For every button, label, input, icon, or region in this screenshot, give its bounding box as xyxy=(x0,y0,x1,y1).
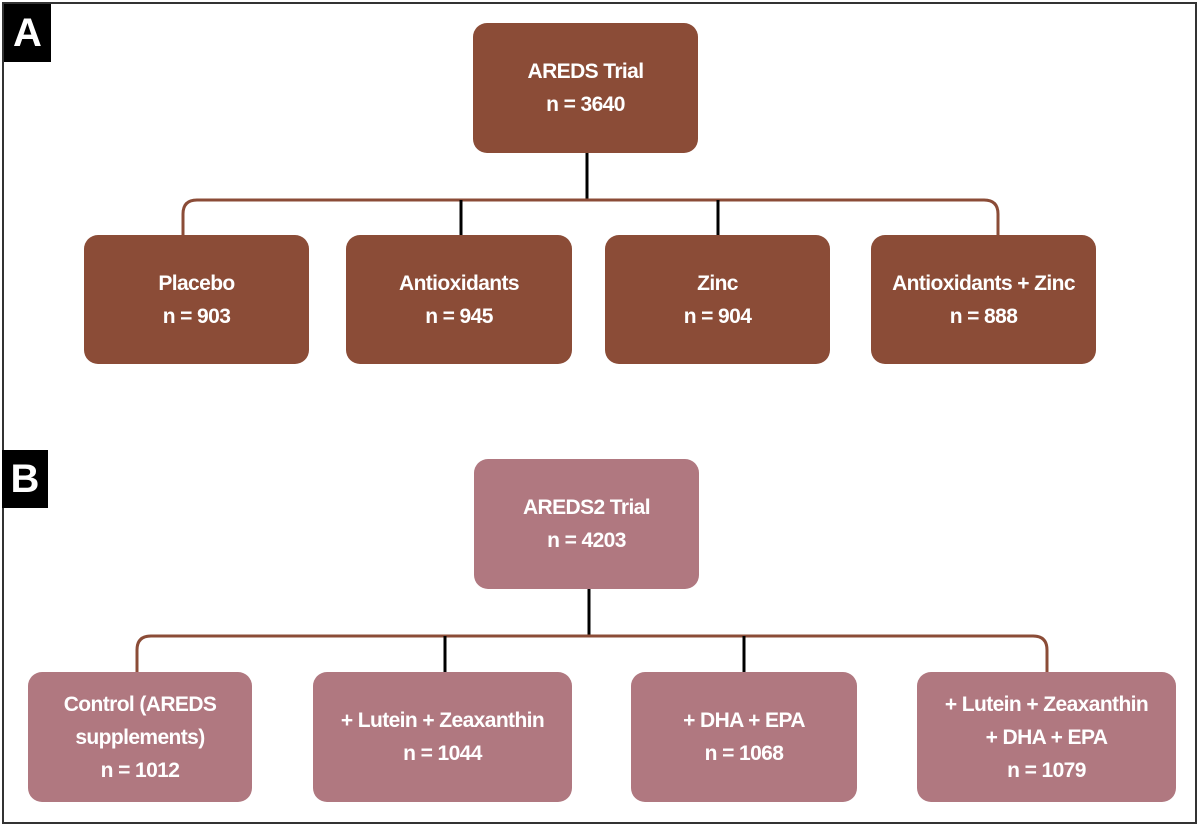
box-title-line2: supplements) xyxy=(75,725,205,749)
box-count: n = 4203 xyxy=(547,529,626,552)
box-title: Antioxidants + Zinc xyxy=(892,271,1075,295)
box-count: n = 945 xyxy=(425,304,493,328)
box-title: Zinc xyxy=(697,271,738,295)
box-count: n = 1068 xyxy=(704,742,784,765)
box-count: n = 1044 xyxy=(403,742,482,765)
arm-zinc: Zinc n = 904 xyxy=(605,235,830,364)
arm-antioxidants: Antioxidants n = 945 xyxy=(346,235,572,364)
box-count: n = 1012 xyxy=(100,758,180,782)
box-count: n = 904 xyxy=(683,304,752,328)
arm-placebo: Placebo n = 903 xyxy=(84,235,309,364)
arm-lutein-zeaxanthin: + Lutein + Zeaxanthin n = 1044 xyxy=(313,672,572,802)
box-count: n = 888 xyxy=(949,304,1018,328)
box-count: n = 903 xyxy=(162,304,231,328)
areds2-root-box: AREDS2 Trial n = 4203 xyxy=(474,459,699,589)
box-title: Control (AREDS xyxy=(63,692,217,716)
box-title: + Lutein + Zeaxanthin xyxy=(340,709,545,732)
bracket-a xyxy=(181,198,1000,235)
bracket-b xyxy=(135,634,1049,672)
areds-root-box: AREDS Trial n = 3640 xyxy=(473,23,698,153)
box-title: Placebo xyxy=(158,271,235,295)
arm-lutein-zeaxanthin-dha-epa: + Lutein + Zeaxanthin + DHA + EPA n = 10… xyxy=(917,672,1176,802)
box-title: AREDS Trial xyxy=(527,60,645,83)
box-title: + DHA + EPA xyxy=(683,709,805,732)
box-count: n = 1079 xyxy=(1007,758,1086,782)
box-title-line2: + DHA + EPA xyxy=(985,725,1108,749)
arm-control: Control (AREDS supplements) n = 1012 xyxy=(28,672,252,802)
arm-antioxidants-zinc: Antioxidants + Zinc n = 888 xyxy=(871,235,1096,364)
box-title: + Lutein + Zeaxanthin xyxy=(944,692,1149,716)
box-count: n = 3640 xyxy=(546,93,625,116)
box-title: AREDS2 Trial xyxy=(522,496,651,519)
arm-dha-epa: + DHA + EPA n = 1068 xyxy=(631,672,857,802)
panel-label-a: A xyxy=(4,4,51,62)
panel-label-b: B xyxy=(2,450,48,508)
box-title: Antioxidants xyxy=(399,271,520,295)
